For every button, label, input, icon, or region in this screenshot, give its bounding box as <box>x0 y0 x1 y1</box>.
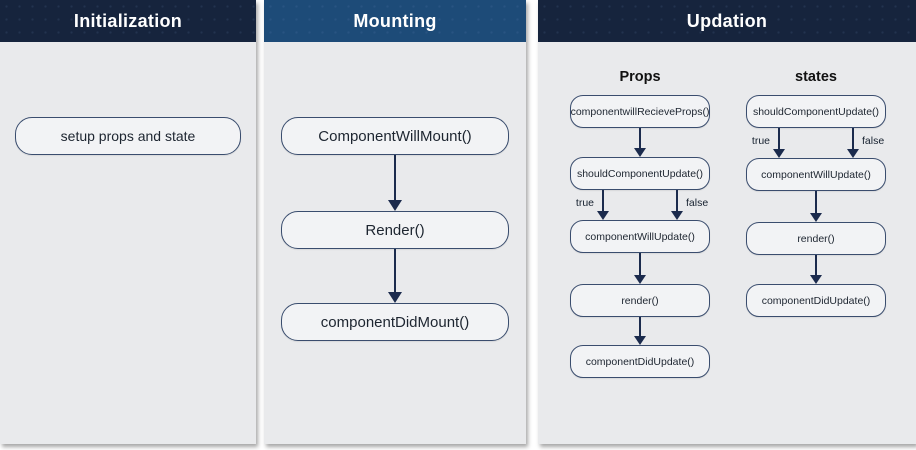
branch-true-arrow <box>597 190 609 220</box>
node-setup-props-and-state: setup props and state <box>15 117 241 155</box>
true-branch-label: true <box>575 197 594 209</box>
down-arrow <box>810 191 822 222</box>
props-label: Props <box>619 69 661 85</box>
node-props-componentwillupdate: componentWillUpdate() <box>570 220 710 253</box>
states-flow: states shouldComponentUpdate() true fals… <box>746 42 886 317</box>
branch-false-arrow <box>671 190 683 220</box>
down-arrow <box>810 255 822 284</box>
down-arrow <box>388 155 402 211</box>
node-states-componentwillupdate: componentWillUpdate() <box>746 158 886 191</box>
false-branch-label: false <box>862 135 885 147</box>
node-props-render: render() <box>570 284 710 317</box>
states-label: states <box>795 69 837 85</box>
mounting-flow: ComponentWillMount() Render() componentD… <box>281 117 509 341</box>
initialization-panel: Initialization setup props and state <box>0 0 256 444</box>
down-arrow <box>634 128 646 157</box>
node-states-render: render() <box>746 222 886 255</box>
node-componentdidmount: componentDidMount() <box>281 303 509 341</box>
updation-header: Updation <box>538 0 916 42</box>
false-branch-label: false <box>686 197 709 209</box>
mounting-panel: Mounting ComponentWillMount() Render() c… <box>264 0 526 444</box>
node-componentwillmount: ComponentWillMount() <box>281 117 509 155</box>
mounting-body: ComponentWillMount() Render() componentD… <box>264 42 526 444</box>
states-true-false-branch: true false <box>746 128 886 158</box>
props-true-false-branch: true false <box>570 190 710 220</box>
props-flow: Props componentwillRecieveProps() should… <box>570 42 710 378</box>
initialization-title: Initialization <box>73 10 183 31</box>
down-arrow <box>388 249 402 303</box>
initialization-body: setup props and state <box>0 42 256 444</box>
initialization-header: Initialization <box>0 0 256 42</box>
node-states-shouldcomponentupdate: shouldComponentUpdate() <box>746 95 886 128</box>
down-arrow <box>634 253 646 284</box>
down-arrow <box>634 317 646 345</box>
true-branch-label: true <box>751 135 770 147</box>
node-props-shouldcomponentupdate: shouldComponentUpdate() <box>570 157 710 190</box>
node-render: Render() <box>281 211 509 249</box>
mounting-title: Mounting <box>353 10 437 31</box>
branch-false-arrow <box>847 128 859 158</box>
node-props-componentwillrecieveprops: componentwillRecieveProps() <box>570 95 710 128</box>
node-states-componentdidupdate: componentDidUpdate() <box>746 284 886 317</box>
node-props-componentdidupdate: componentDidUpdate() <box>570 345 710 378</box>
updation-body: Props componentwillRecieveProps() should… <box>538 42 916 444</box>
updation-title: Updation <box>686 10 768 31</box>
updation-panel: Updation Props componentwillRecieveProps… <box>538 0 916 444</box>
mounting-header: Mounting <box>264 0 526 42</box>
branch-true-arrow <box>773 128 785 158</box>
